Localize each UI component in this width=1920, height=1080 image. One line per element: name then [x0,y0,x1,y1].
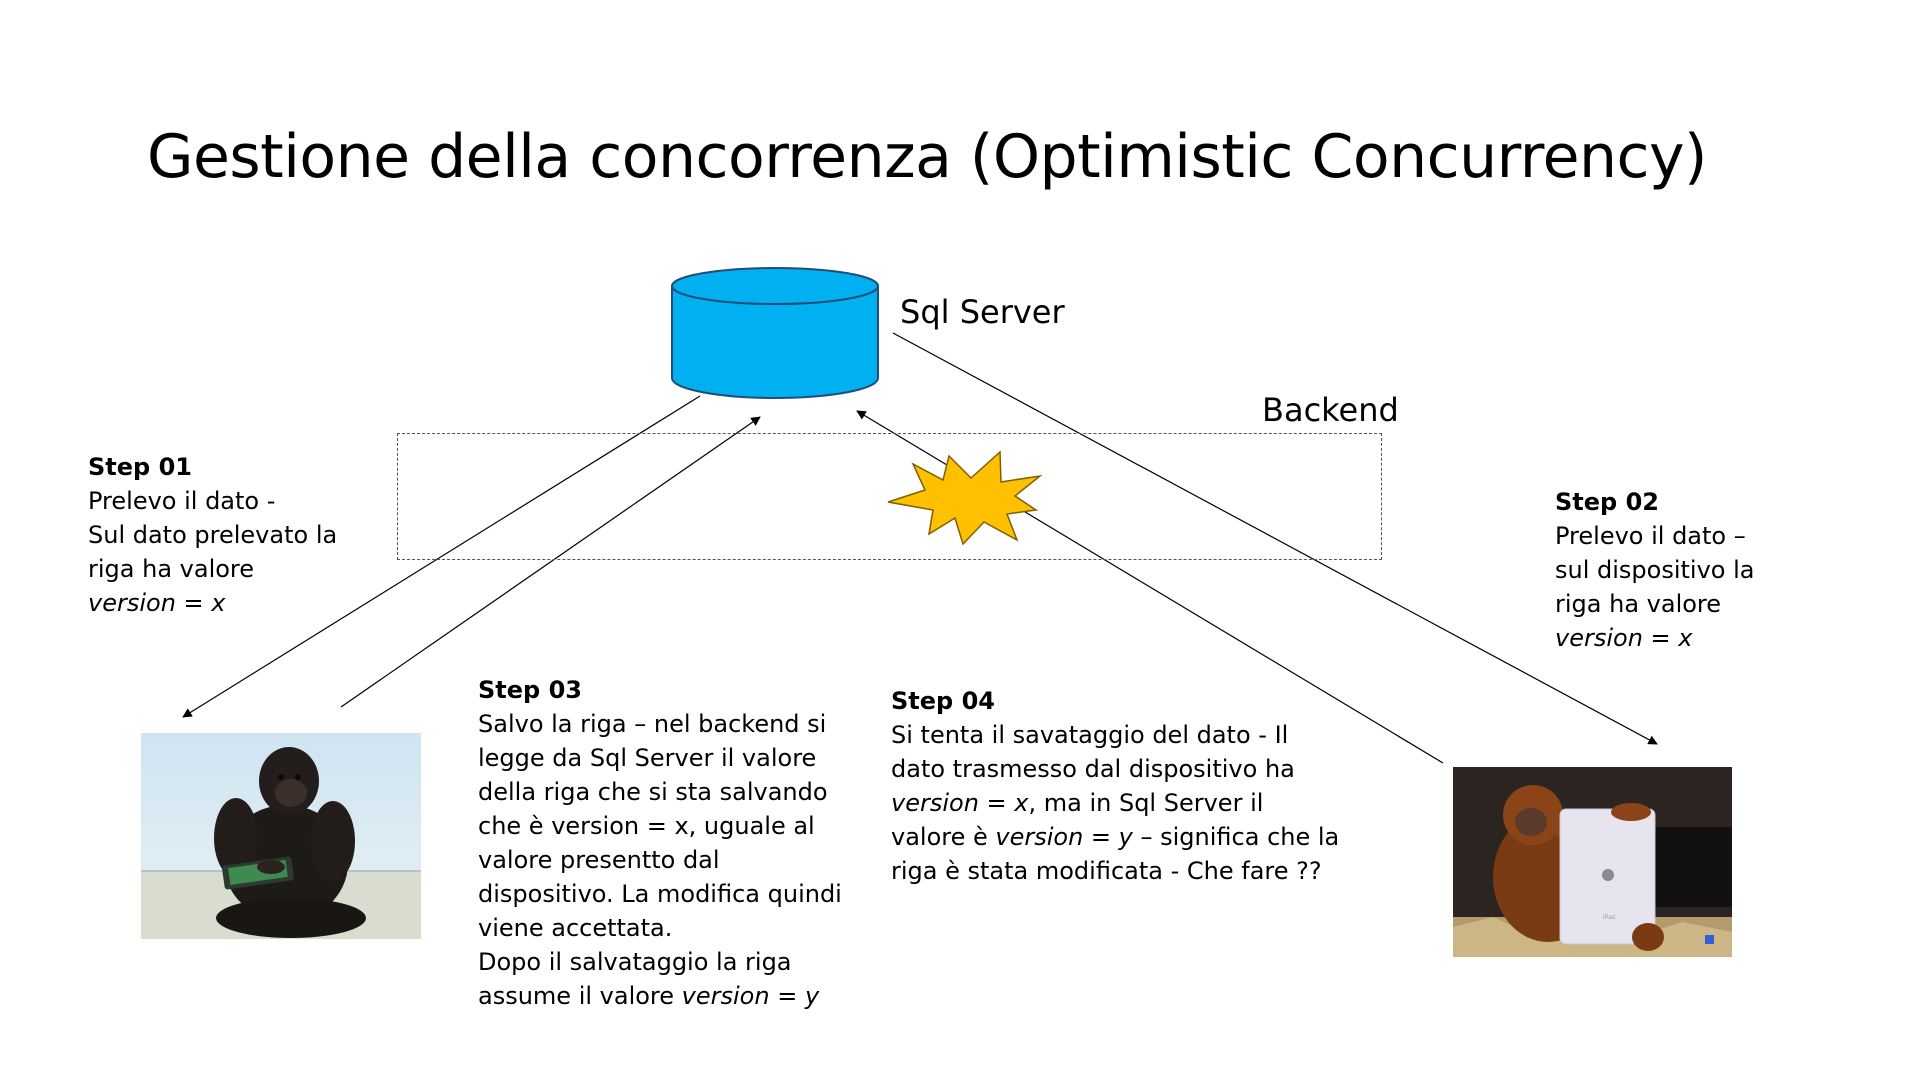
step02-heading: Step 02 [1555,488,1659,516]
step04-version-x: version = x [891,789,1029,817]
step01-text: Step 01 Prelevo il dato - Sul dato prele… [88,450,337,620]
step02-line: sul dispositivo la [1555,556,1755,584]
step03-line: della riga che si sta salvando [478,778,828,806]
backend-region [397,433,1382,560]
arrow-step01 [182,395,701,718]
slide-title: Gestione della concorrenza (Optimistic C… [147,122,1707,192]
step03-line: Salvo la riga – nel backend si [478,710,827,738]
step04-line4-prefix: valore è [891,823,996,851]
step02-text: Step 02 Prelevo il dato – sul dispositiv… [1555,485,1754,655]
step03-version: version = y [681,982,820,1010]
arrow-step02 [892,332,1658,745]
step03-line: Dopo il salvataggio la riga [478,948,792,976]
step03-line: viene accettata. [478,914,673,942]
step03-heading: Step 03 [478,676,582,704]
step04-line: Si tenta il savataggio del dato - Il [891,721,1289,749]
ipad-text: iPad [1603,915,1615,921]
step03-line: valore presentto dal [478,846,720,874]
bonobo-with-tablet-photo [141,733,421,939]
step04-line: version = x, ma in Sql Server il [891,786,1339,820]
step03-text: Step 03 Salvo la riga – nel backend si l… [478,673,842,1013]
step04-version-y: version = y [995,823,1133,851]
step03-line: che è version = x, uguale al [478,812,815,840]
step02-version: version = x [1555,624,1693,652]
step04-line3-rest: , ma in Sql Server il [1028,789,1264,817]
backend-label: Backend [1262,391,1399,429]
step01-line: Prelevo il dato - [88,487,276,515]
step03-last-prefix: assume il valore [478,982,682,1010]
step04-heading: Step 04 [891,687,995,715]
step03-line: dispositivo. La modifica quindi [478,880,842,908]
database-cylinder-icon [671,267,879,399]
step04-line4-rest: – significa che la [1132,823,1340,851]
step01-line: riga ha valore [88,555,255,583]
orangutan-with-ipad-photo: iPad [1453,767,1732,957]
step03-last-line: assume il valore version = y [478,979,842,1013]
arrow-step03 [340,416,761,708]
step04-line: dato trasmesso dal dispositivo ha [891,755,1295,783]
step01-heading: Step 01 [88,453,192,481]
step02-line: riga ha valore [1555,590,1722,618]
conflict-burst-icon [887,450,1043,546]
step02-line: Prelevo il dato – [1555,522,1746,550]
step04-text: Step 04 Si tenta il savataggio del dato … [891,684,1339,888]
step04-line: riga è stata modificata - Che fare ?? [891,857,1322,885]
sql-server-label: Sql Server [900,293,1065,331]
step01-line: Sul dato prelevato la [88,521,338,549]
step01-version: version = x [88,589,226,617]
step03-line: legge da Sql Server il valore [478,744,817,772]
step04-line: valore è version = y – significa che la [891,820,1339,854]
